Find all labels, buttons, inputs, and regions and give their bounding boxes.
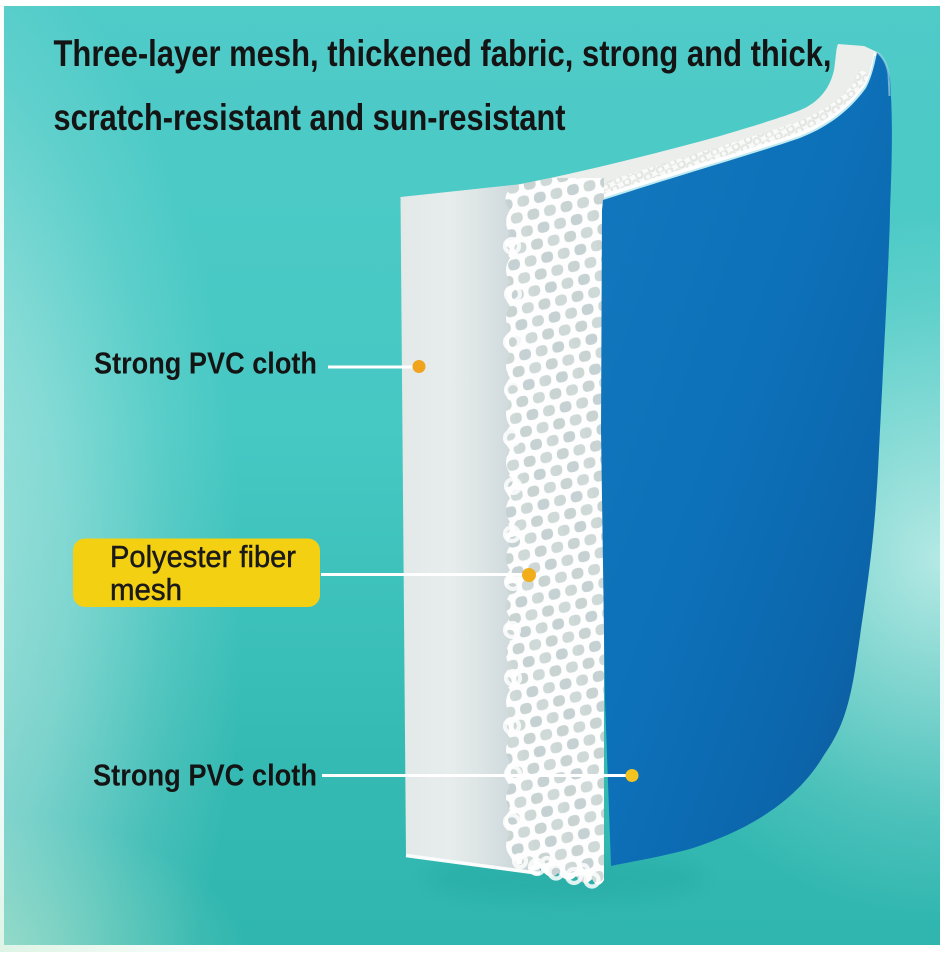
svg-text:Three-layer mesh, thickened fa: Three-layer mesh, thickened fabric, stro…: [54, 33, 832, 74]
svg-text:Strong PVC cloth: Strong PVC cloth: [93, 758, 317, 793]
svg-text:Polyester fiber: Polyester fiber: [110, 539, 296, 574]
svg-text:scratch-resistant and sun-resi: scratch-resistant and sun-resistant: [54, 97, 566, 138]
svg-text:mesh: mesh: [110, 572, 182, 607]
svg-text:Strong PVC cloth: Strong PVC cloth: [94, 346, 317, 381]
